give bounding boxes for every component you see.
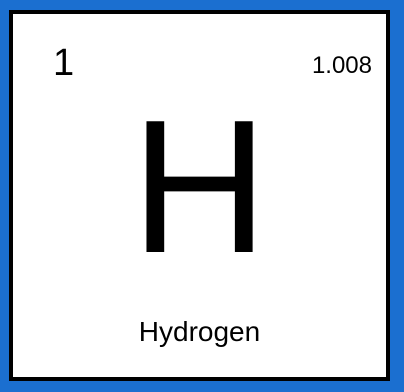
atomic-mass: 1.008: [311, 52, 372, 79]
atomic-number: 1: [53, 42, 75, 84]
element-name: Hydrogen: [138, 316, 261, 347]
element-symbol: H: [130, 81, 269, 293]
element-tile: 1 1.008 H Hydrogen: [9, 10, 390, 381]
